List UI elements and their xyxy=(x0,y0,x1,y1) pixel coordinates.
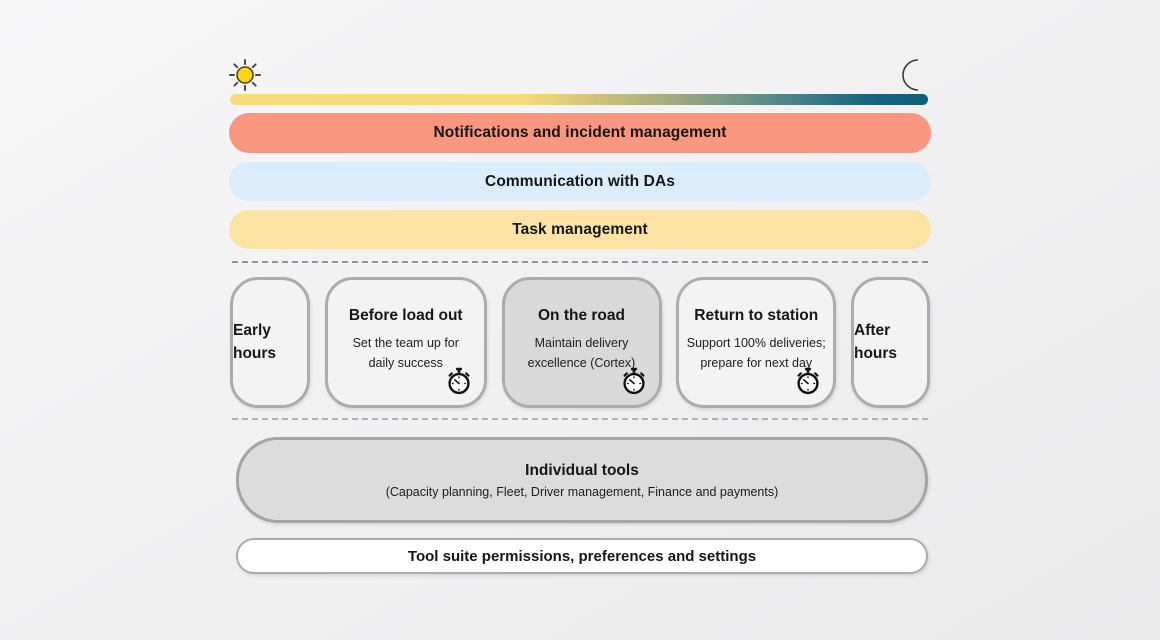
day-night-gradient-bar xyxy=(230,94,928,105)
phase-on-the-road-description: Maintain delivery excellence (Cortex) xyxy=(527,336,636,370)
individual-tools-subtitle: (Capacity planning, Fleet, Driver manage… xyxy=(385,484,779,499)
phase-early-hours-title: Early hours xyxy=(233,322,277,362)
stopwatch-icon xyxy=(448,367,470,395)
individual-tools-title: Individual tools xyxy=(525,461,639,479)
phase-return-to-station-title: Return to station xyxy=(694,307,819,324)
stopwatch-icon xyxy=(622,367,645,395)
lane-communication-label: Communication with DAs xyxy=(485,172,675,190)
lane-notifications-label: Notifications and incident management xyxy=(433,124,727,141)
moon-icon xyxy=(902,59,919,91)
dashed-separator-top xyxy=(232,261,928,263)
individual-tools-box: Individual tools (Capacity planning, Fle… xyxy=(236,437,928,523)
phase-before-load-out-title: Before load out xyxy=(348,307,463,324)
stopwatch-icon xyxy=(797,367,819,395)
phase-after-hours-title: After hours xyxy=(854,322,898,362)
phase-return-to-station: Return to station Support 100% deliverie… xyxy=(676,277,837,408)
phase-row: Early hours Before load out Set the team… xyxy=(230,277,930,408)
phase-before-load-out: Before load out Set the team up for dail… xyxy=(324,277,487,408)
lane-notifications: Notifications and incident management xyxy=(229,113,931,153)
phase-before-load-out-description: Set the team up for daily success xyxy=(352,336,459,370)
tool-suite-settings-bar: Tool suite permissions, preferences and … xyxy=(236,538,928,574)
lane-task-management-label: Task management xyxy=(512,220,648,238)
lane-communication: Communication with DAs xyxy=(229,162,931,201)
dashed-separator-bottom xyxy=(232,418,928,420)
phase-on-the-road: On the road Maintain delivery excellence… xyxy=(501,277,662,408)
phase-on-the-road-title: On the road xyxy=(538,307,625,324)
phase-after-hours: After hours xyxy=(851,277,930,408)
sun-icon xyxy=(229,59,261,91)
lane-task-management: Task management xyxy=(229,210,931,249)
phase-early-hours: Early hours xyxy=(230,277,310,408)
phase-return-to-station-description: Support 100% deliveries; prepare for nex… xyxy=(686,336,826,370)
tool-suite-settings-label: Tool suite permissions, preferences and … xyxy=(407,547,757,565)
